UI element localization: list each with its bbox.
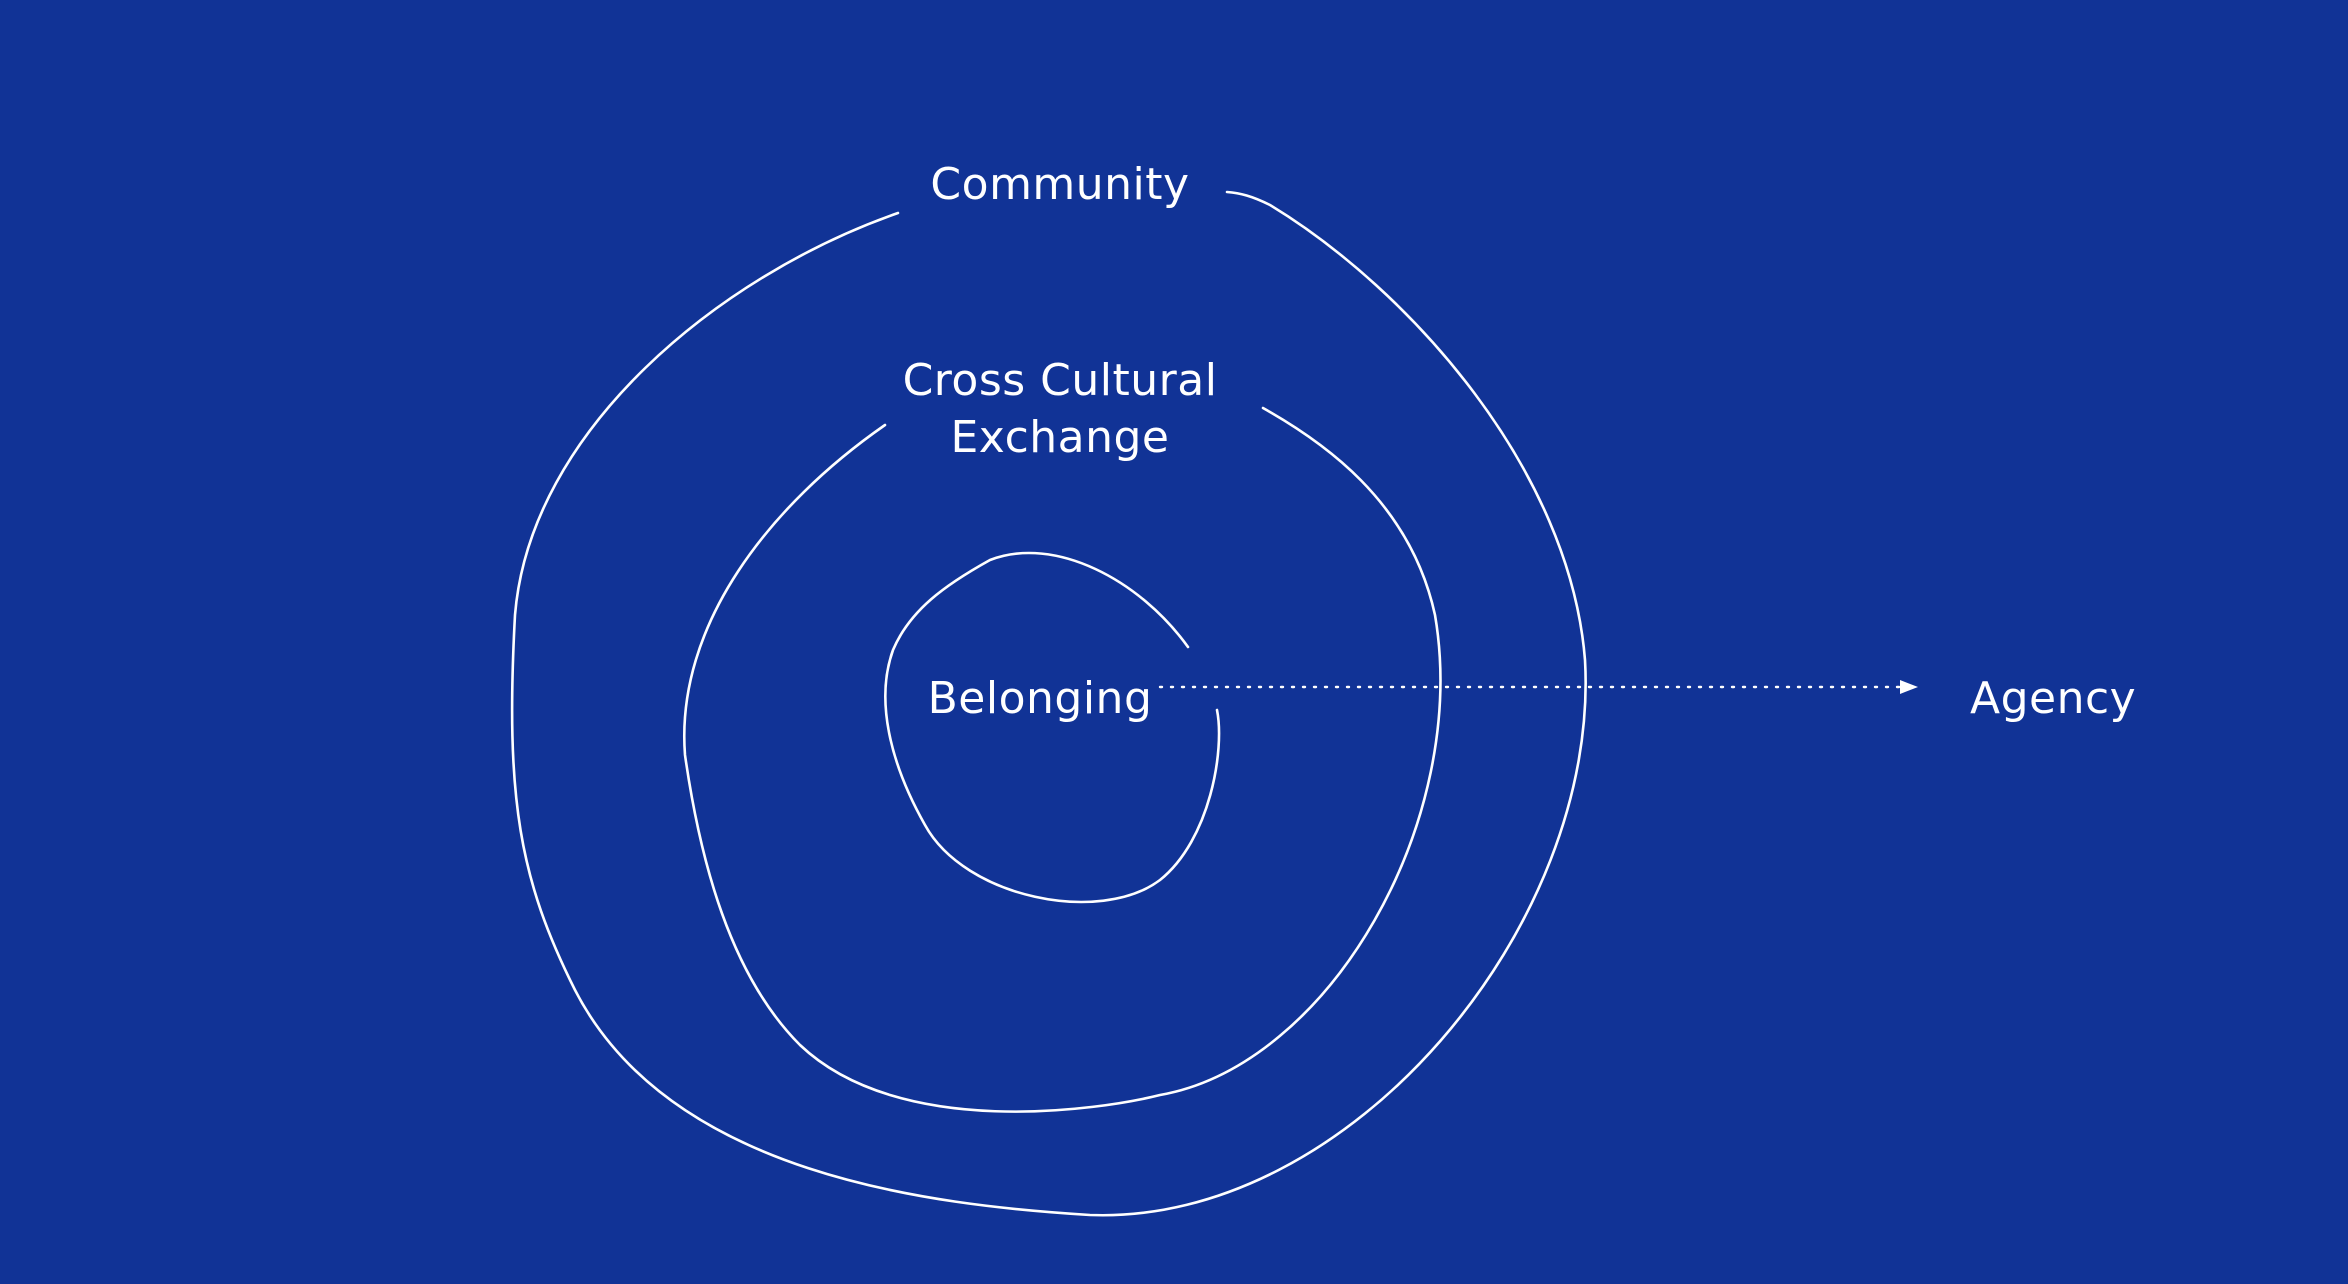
belonging-loop	[884, 551, 1221, 904]
cross-cultural-label-line2: Exchange	[950, 412, 1170, 463]
agency-label: Agency	[1970, 673, 2137, 724]
cross-cultural-label-line1: Cross Cultural	[902, 355, 1218, 406]
arrow-head-icon	[1900, 680, 1918, 694]
community-label: Community	[930, 159, 1190, 210]
cross-cultural-loop	[682, 406, 1442, 1113]
belonging-label: Belonging	[927, 673, 1153, 724]
cross-cultural-exchange-label: Cross Cultural Exchange	[860, 352, 1260, 466]
community-loop	[510, 190, 1587, 1217]
